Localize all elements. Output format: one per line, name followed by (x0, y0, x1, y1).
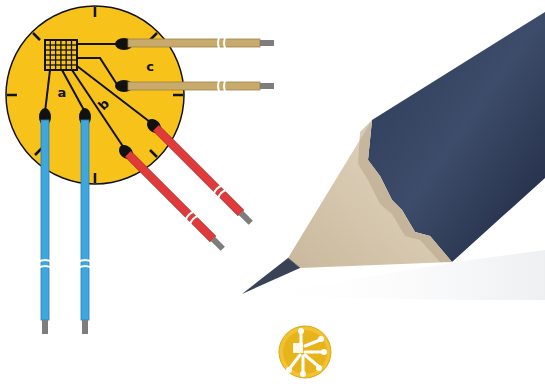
wire-b (123, 123, 256, 254)
grid-leads (45, 44, 150, 148)
gauge-carrier (6, 6, 184, 184)
alignment-ticks (7, 7, 183, 183)
wire-c (128, 36, 274, 93)
pencil-wood-shade (358, 120, 452, 262)
gauge-letter: c (146, 60, 154, 73)
pencil-lead (242, 258, 300, 294)
gauge-grid (45, 40, 77, 70)
wire-a (38, 120, 92, 334)
solder-pads (39, 38, 164, 162)
small-rosette (279, 326, 331, 378)
gauge-letter: a (58, 86, 67, 99)
pencil-wood (288, 120, 452, 268)
